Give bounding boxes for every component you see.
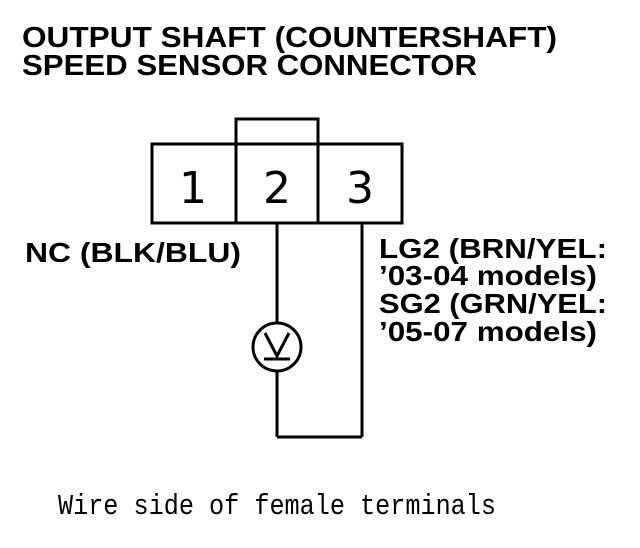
voltmeter-v-symbol <box>263 332 291 360</box>
pin-3-wire-label-line-4: ’05-07 models) <box>379 316 597 347</box>
pin-1-label: 1 <box>179 163 207 214</box>
pin-3-wire-label-line-3: SG2 (GRN/YEL: <box>379 288 607 319</box>
pin-3-wire-label-line-1: LG2 (BRN/YEL: <box>379 233 607 264</box>
pin-3-label: 3 <box>346 163 374 214</box>
connector-lock-tab <box>234 117 320 144</box>
pin-2-label: 2 <box>263 163 291 214</box>
diagram-caption: Wire side of female terminals <box>58 490 496 523</box>
title-line-1: OUTPUT SHAFT (COUNTERSHAFT) <box>22 22 557 54</box>
title-line-2: SPEED SENSOR CONNECTOR <box>22 50 477 82</box>
pin-3-wire-label-line-2: ’03-04 models) <box>379 260 597 291</box>
pin-1-wire-label: NC (BLK/BLU) <box>25 237 241 268</box>
voltmeter-circle <box>251 321 303 373</box>
voltmeter-icon <box>251 321 303 373</box>
